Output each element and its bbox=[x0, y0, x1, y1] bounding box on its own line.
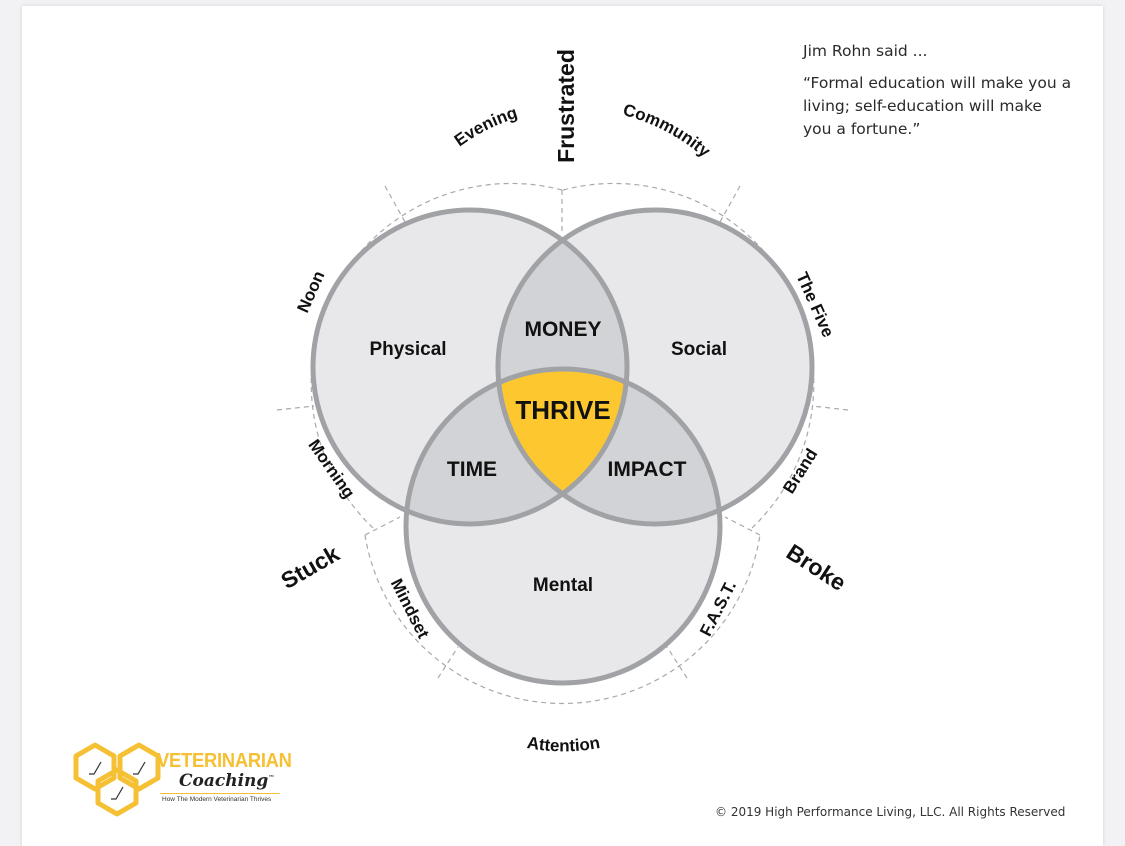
label-mental: Mental bbox=[533, 575, 593, 596]
copyright-notice: © 2019 High Performance Living, LLC. All… bbox=[715, 805, 1066, 819]
ring-divider bbox=[437, 646, 459, 679]
ring-divider bbox=[384, 185, 406, 223]
brand-logo: VETERINARIAN Coaching™ How The Modern Ve… bbox=[157, 750, 297, 803]
ring-label-community: Community bbox=[621, 100, 714, 161]
quote-text: “Formal education will make you a living… bbox=[803, 74, 1072, 138]
label-impact: IMPACT bbox=[608, 458, 687, 481]
ring-divider bbox=[364, 516, 401, 536]
ring-label-evening: Evening bbox=[451, 103, 520, 150]
circle-mental-outline bbox=[403, 366, 723, 686]
overlap-impact-region bbox=[498, 369, 720, 524]
label-social: Social bbox=[671, 339, 727, 360]
quote-attribution: Jim Rohn said ... bbox=[803, 42, 928, 60]
ring-arc-bottom bbox=[364, 534, 761, 705]
honeycomb-logo-icon bbox=[73, 742, 161, 817]
ring-divider bbox=[811, 405, 849, 411]
label-time: TIME bbox=[447, 458, 497, 481]
circle-physical-outline bbox=[310, 207, 630, 527]
ring-divider bbox=[724, 516, 761, 536]
label-thrive: THRIVE bbox=[515, 395, 610, 425]
state-frustrated: Frustrated bbox=[553, 49, 579, 163]
ring-divider bbox=[276, 405, 315, 411]
logo-subtitle: Coaching™ bbox=[179, 771, 297, 791]
state-broke: Broke bbox=[782, 539, 851, 596]
ring-label-attention: Attention bbox=[526, 733, 602, 755]
logo-title: VETERINARIAN bbox=[157, 750, 292, 772]
logo-tagline: How The Modern Veterinarian Thrives bbox=[162, 796, 272, 803]
logo-subtitle-text: Coaching bbox=[179, 771, 269, 791]
logo-rule bbox=[160, 793, 280, 794]
state-stuck: Stuck bbox=[276, 540, 343, 594]
label-money: MONEY bbox=[524, 318, 601, 341]
logo-trademark: ™ bbox=[268, 774, 275, 782]
ring-divider bbox=[719, 185, 741, 223]
overlap-time-region bbox=[406, 369, 627, 524]
label-physical: Physical bbox=[369, 339, 446, 360]
quote-block: Jim Rohn said ... “Formal education will… bbox=[803, 40, 1073, 141]
ring-divider bbox=[666, 646, 688, 679]
circle-social-outline bbox=[495, 207, 815, 527]
